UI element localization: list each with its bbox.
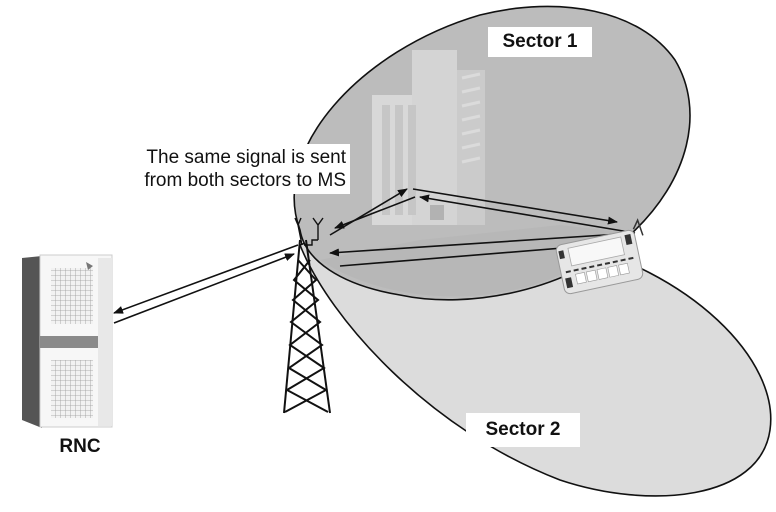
caption-text: The same signal is sent from both sector… xyxy=(108,144,350,194)
rnc-tower-link xyxy=(113,244,299,324)
sector-1-label: Sector 1 xyxy=(488,27,592,57)
rnc-cabinet-icon xyxy=(22,254,113,428)
base-station-tower-icon xyxy=(283,217,331,414)
sector-overlap-area xyxy=(320,225,620,297)
caption-line-1: The same signal is sent xyxy=(146,147,346,168)
sector-1-link xyxy=(329,188,636,236)
caption-line-2: from both sectors to MS xyxy=(144,170,346,191)
sector-2-label: Sector 2 xyxy=(466,413,580,447)
rnc-label: RNC xyxy=(59,436,101,457)
mobile-station-icon xyxy=(555,218,644,295)
